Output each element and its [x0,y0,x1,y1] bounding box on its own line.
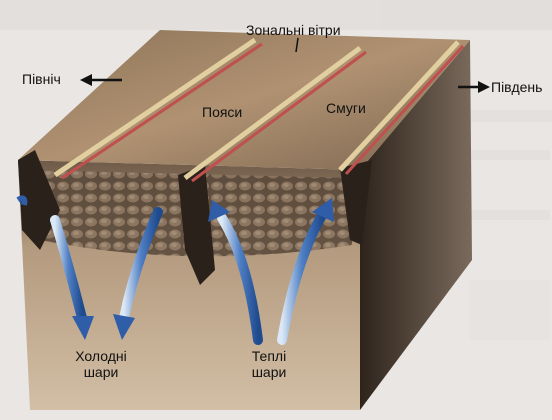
north-label: Північ [22,71,61,87]
zones-label: Смуги [326,100,366,116]
zonal-winds-label: Зональні вітри [246,22,341,38]
warm-layers-label: Теплі шари [244,348,294,380]
cold-layers-label: Холодні шари [70,348,132,380]
south-label: Південь [491,79,542,95]
belts-label: Пояси [202,104,242,120]
